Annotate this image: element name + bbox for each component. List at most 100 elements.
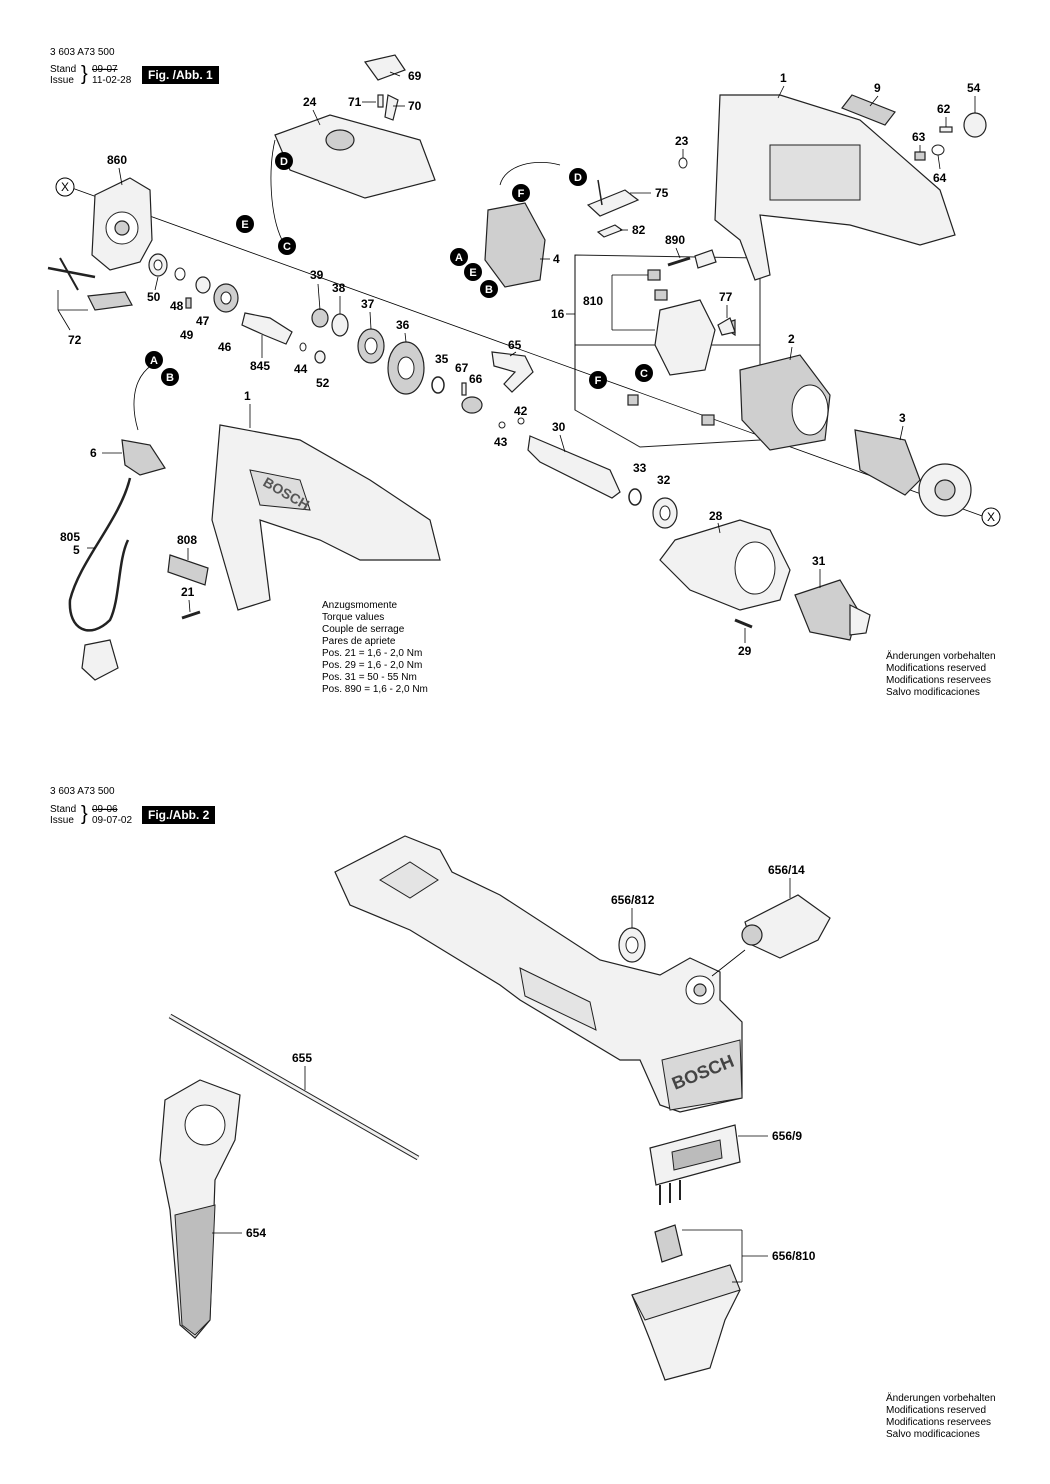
part-number-38: 38 (332, 281, 346, 295)
connector-d-switch: D (569, 168, 587, 186)
svg-text:D: D (280, 156, 288, 168)
part-number-805: 805 (60, 530, 80, 544)
part-number-656-9: 656/9 (772, 1129, 802, 1143)
dust-box-part (631, 1264, 741, 1381)
part-number-66: 66 (469, 372, 483, 386)
gear-part-36 (387, 341, 425, 395)
cap-part-75 (586, 179, 640, 217)
front-housing-part-28 (659, 519, 791, 611)
gear-part-47 (195, 276, 211, 294)
ring-part-64 (931, 144, 945, 156)
spindle-part-845 (241, 312, 293, 345)
bearing-part-54 (963, 112, 987, 138)
filter-part-656-9 (649, 1124, 741, 1205)
torque-line: Anzugsmomente (322, 600, 398, 611)
part-number-63: 63 (912, 130, 926, 144)
torque-line: Couple de serrage (322, 624, 405, 635)
fig2-badge: Fig./Abb. 2 (142, 806, 216, 824)
part-number-4: 4 (553, 252, 560, 266)
part-number-62: 62 (937, 102, 951, 116)
svg-text:B: B (166, 372, 174, 384)
part-number-845: 845 (250, 359, 270, 373)
bracket-pins-part (47, 257, 133, 311)
part-number-810: 810 (583, 294, 603, 308)
connector-a-cord: A (145, 351, 163, 369)
fig2-issue-date: 09-07-02 (92, 815, 133, 826)
part-number-32: 32 (657, 473, 671, 487)
part-number-50: 50 (147, 290, 161, 304)
part-number-2: 2 (788, 332, 795, 346)
connector-d-cover: D (275, 152, 293, 170)
screw-part-890 (667, 249, 717, 269)
fig1-modifications-note: Änderungen vorbehalten Modifications res… (886, 651, 996, 699)
dust-extraction-body (334, 835, 743, 1113)
part-number-1-top: 1 (780, 71, 787, 85)
modification-line: Änderungen vorbehalten (886, 651, 996, 662)
latch-part-656-810 (654, 1224, 683, 1263)
cap-part-23 (678, 157, 688, 169)
fig2-part-labels: 656/14 656/812 655 656/9 654 656/810 (246, 863, 816, 1263)
part-number-48: 48 (170, 299, 184, 313)
bushing-part-52 (314, 350, 326, 364)
torque-value: Pos. 890 = 1,6 - 2,0 Nm (322, 684, 428, 695)
modification-line: Änderungen vorbehalten (886, 1393, 996, 1404)
armature-part-3 (854, 429, 972, 517)
fig1-part-labels: 69 71 70 24 860 50 48 47 49 46 72 845 39… (60, 69, 981, 658)
selector-part-66 (461, 396, 483, 414)
connector-b-switch: B (480, 280, 498, 298)
part-number-5: 5 (73, 543, 80, 557)
part-number-47: 47 (196, 314, 210, 328)
svg-text:F: F (595, 375, 602, 387)
connector-x-left: X (55, 177, 75, 197)
screw-part-21 (181, 610, 201, 620)
bushing-part-38 (331, 313, 349, 337)
part-number-75: 75 (655, 186, 669, 200)
svg-text:D: D (574, 172, 582, 184)
part-number-3: 3 (899, 411, 906, 425)
part-number-65: 65 (508, 338, 522, 352)
svg-text:X: X (61, 180, 69, 194)
side-handle-part-654 (159, 1079, 241, 1339)
gear-part-39 (311, 308, 329, 328)
fig1-stand-label: Stand (50, 64, 77, 75)
spindle-shaft-part-30 (527, 435, 621, 499)
svg-text:A: A (455, 252, 463, 264)
part-number-39: 39 (310, 268, 324, 282)
part-number-46: 46 (218, 340, 232, 354)
svg-text:A: A (150, 355, 158, 367)
part-number-33: 33 (633, 461, 647, 475)
housing-part-1-top (714, 94, 956, 281)
part-number-23: 23 (675, 134, 689, 148)
button-part-70 (384, 94, 399, 121)
connector-b-cord: B (161, 368, 179, 386)
brush-holder-group-16 (574, 254, 761, 448)
torque-value: Pos. 29 = 1,6 - 2,0 Nm (322, 660, 423, 671)
part-number-52: 52 (316, 376, 330, 390)
clip-part-77 (717, 317, 736, 336)
part-number-30: 30 (552, 420, 566, 434)
washer-part-48 (174, 267, 186, 281)
chuck-part-31 (794, 579, 871, 641)
fig2-issue-label: Issue (50, 815, 74, 826)
connector-a-switch: A (450, 248, 468, 266)
modification-line: Modifications reservees (886, 675, 992, 686)
label-part-9 (841, 94, 896, 126)
pin-part-49 (185, 297, 192, 309)
fig2-modifications-note: Änderungen vorbehalten Modifications res… (886, 1393, 996, 1441)
connector-f-brush: F (589, 371, 607, 389)
fig2-doc-number: 3 603 A73 500 (50, 786, 115, 797)
ring-part-33 (628, 488, 642, 506)
fig1-doc-number: 3 603 A73 500 (50, 47, 115, 58)
connector-e-switch: E (464, 263, 482, 281)
part-number-82: 82 (632, 223, 646, 237)
connector-x-right: X (981, 507, 1001, 527)
screw-part-29 (734, 618, 753, 629)
part-number-890: 890 (665, 233, 685, 247)
part-number-16: 16 (551, 307, 565, 321)
part-number-9: 9 (874, 81, 881, 95)
part-number-64: 64 (933, 171, 947, 185)
torque-value: Pos. 31 = 50 - 55 Nm (322, 672, 417, 683)
svg-text:F: F (518, 188, 525, 200)
fig1-torque-notes: Anzugsmomente Torque values Couple de se… (322, 600, 428, 696)
